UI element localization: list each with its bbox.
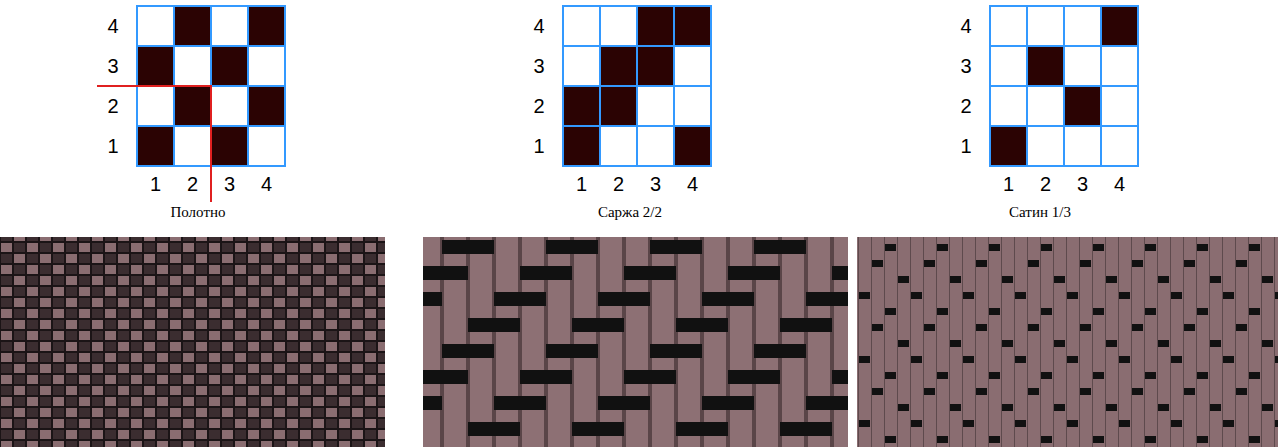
column-number: 2 bbox=[187, 173, 198, 195]
weave-caption: Полотно bbox=[170, 204, 225, 221]
grid-lines bbox=[563, 6, 711, 166]
weave-grid bbox=[563, 6, 711, 166]
row-number: 3 bbox=[960, 55, 971, 77]
row-number: 4 bbox=[960, 15, 971, 37]
weave-grid bbox=[990, 6, 1138, 166]
fabric-photo bbox=[423, 237, 848, 447]
column-number: 2 bbox=[1040, 173, 1051, 195]
row-number: 1 bbox=[533, 135, 544, 157]
column-number: 3 bbox=[1077, 173, 1088, 195]
column-number: 2 bbox=[613, 173, 624, 195]
fabric-photo bbox=[0, 237, 385, 447]
column-number: 4 bbox=[1114, 173, 1125, 195]
weave-caption: Саржа 2/2 bbox=[598, 204, 662, 221]
column-number: 3 bbox=[224, 173, 235, 195]
grid-lines bbox=[990, 6, 1138, 166]
row-number: 3 bbox=[107, 55, 118, 77]
repeat-marker bbox=[97, 86, 211, 202]
column-number: 3 bbox=[650, 173, 661, 195]
column-number: 1 bbox=[1003, 173, 1014, 195]
row-number: 2 bbox=[960, 95, 971, 117]
row-number: 2 bbox=[533, 95, 544, 117]
row-number: 3 bbox=[533, 55, 544, 77]
row-number: 2 bbox=[107, 95, 118, 117]
column-number: 4 bbox=[687, 173, 698, 195]
row-number: 4 bbox=[107, 15, 118, 37]
row-number: 1 bbox=[960, 135, 971, 157]
column-number: 1 bbox=[576, 173, 587, 195]
column-number: 4 bbox=[261, 173, 272, 195]
row-number: 4 bbox=[533, 15, 544, 37]
weave-caption: Сатин 1/3 bbox=[1009, 204, 1071, 221]
column-number: 1 bbox=[150, 173, 161, 195]
fabric-photo bbox=[857, 237, 1278, 447]
row-number: 1 bbox=[107, 135, 118, 157]
